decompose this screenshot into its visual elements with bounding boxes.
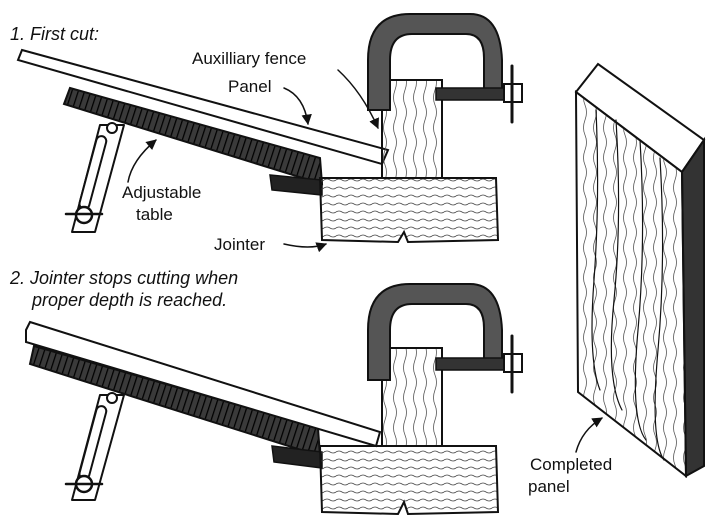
jointer-base: [318, 177, 500, 244]
auxiliary-fence-leader: [337, 69, 379, 129]
adjustable-table-support: [64, 122, 125, 233]
completed-panel-label-1: Completed: [530, 455, 612, 474]
panel-label: Panel: [228, 77, 271, 96]
auxiliary-fence-label: Auxilliary fence: [192, 49, 306, 68]
step-1-illustration: [16, 13, 523, 244]
step-1-title: 1. First cut:: [10, 24, 99, 44]
step-2-illustration: [25, 283, 523, 516]
completed-panel-illustration: [574, 62, 706, 479]
completed-panel-leader: [575, 417, 603, 453]
c-clamp: [367, 13, 523, 124]
panel-board-2: [25, 320, 382, 448]
adjustable-table-leader: [127, 139, 157, 183]
step-2-title-line-2: proper depth is reached.: [31, 290, 227, 310]
jointer-base-2: [318, 445, 500, 516]
completed-panel-label-2: panel: [528, 477, 570, 496]
adjustable-table-label-1: Adjustable: [122, 183, 201, 202]
jointer-leader: [283, 242, 327, 253]
adjustable-table-label-2: table: [136, 205, 173, 224]
panel-leader: [283, 87, 312, 126]
auxiliary-fence-block: [381, 79, 443, 179]
c-clamp-2: [367, 283, 523, 394]
step-2-title-line-1: 2. Jointer stops cutting when: [9, 268, 238, 288]
auxiliary-fence-block-2: [381, 347, 443, 447]
jointer-label: Jointer: [214, 235, 265, 254]
adjustable-table-support-2: [64, 392, 125, 501]
